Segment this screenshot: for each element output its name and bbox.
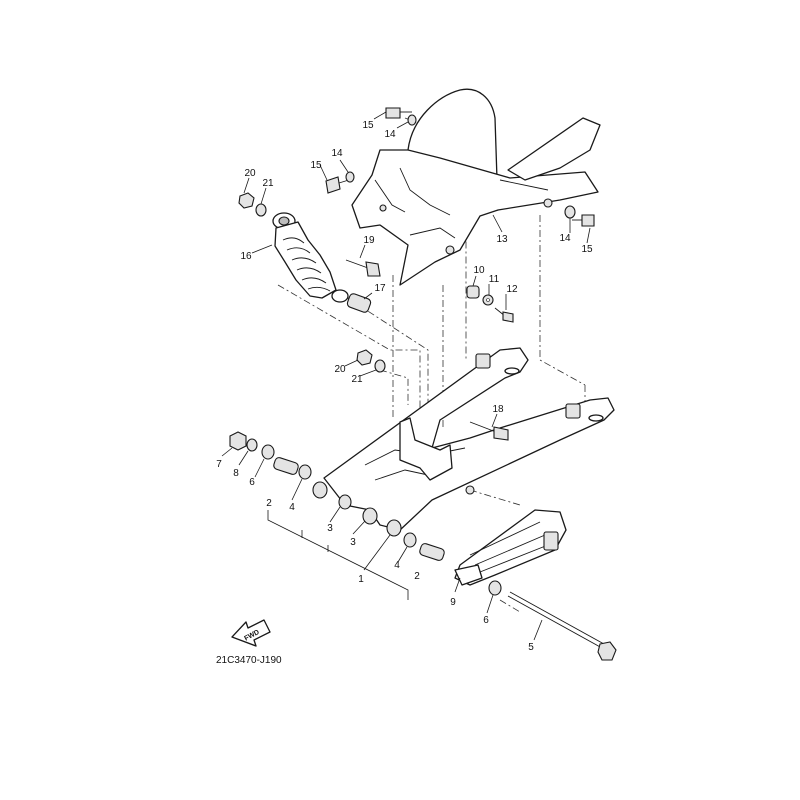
callout-4-right: 4 [394,560,400,571]
hardware [229,107,617,661]
callout-12: 12 [506,284,518,295]
callout-14-right: 14 [559,233,571,244]
callout-20-mid: 20 [334,364,346,375]
fwd-arrow-icon: FWD [231,619,271,647]
callout-2-left: 2 [266,498,272,509]
callout-15-top: 15 [362,120,374,131]
callout-14-left: 14 [331,148,343,159]
callout-14-top: 14 [384,129,396,140]
callout-17: 17 [374,283,386,294]
callout-2-right: 2 [414,571,420,582]
callout-6-left: 6 [249,477,255,488]
callout-21-mid: 21 [351,374,363,385]
callout-4-left: 4 [289,502,295,513]
callout-7: 7 [216,459,222,470]
diagram-code: 21C3470-J190 [216,655,282,666]
leader-lines [221,111,591,641]
callout-11: 11 [489,274,500,285]
shock-absorber-16 [272,212,349,303]
callout-5: 5 [528,642,534,653]
swingarm-1 [323,347,615,531]
callout-numbers: 15 14 15 14 20 21 16 19 17 13 14 15 10 1… [216,120,593,653]
rear-fender-13 [351,88,601,286]
callout-19: 19 [363,235,375,246]
callout-10: 10 [473,265,485,276]
callout-20-top: 20 [244,168,256,179]
callout-13: 13 [496,234,508,245]
callout-9: 9 [450,597,456,608]
callout-8: 8 [233,468,239,479]
callout-1: 1 [358,574,364,585]
callout-21-top: 21 [262,178,274,189]
callout-6-right: 6 [483,615,489,626]
callout-16: 16 [240,251,252,262]
callout-18: 18 [492,404,504,415]
callout-3-b: 3 [350,537,356,548]
callout-15-left: 15 [310,160,322,171]
callout-3-a: 3 [327,523,333,534]
callout-15-right: 15 [581,244,593,255]
chain-guide-9 [454,509,567,586]
